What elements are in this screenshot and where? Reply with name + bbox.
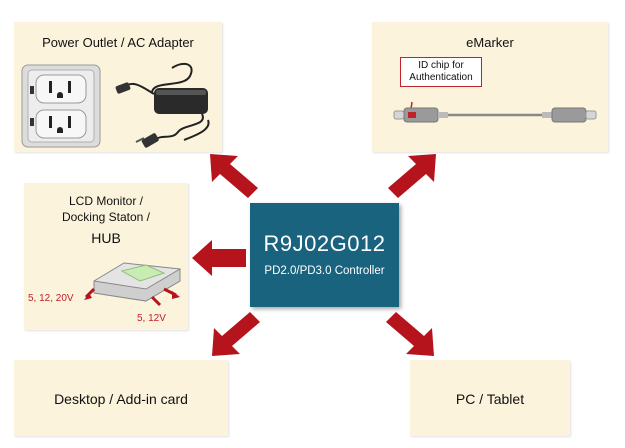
pc-tablet-label: PC / Tablet: [455, 391, 525, 407]
callout-line1: ID chip for: [418, 60, 464, 71]
callout-line2: Authentication: [409, 72, 473, 83]
usb-c-cable-illustration: [393, 101, 597, 123]
emarker-title: eMarker: [466, 35, 514, 50]
controller-subtitle: PD2.0/PD3.0 Controller: [264, 265, 385, 277]
ac-adapter-illustration: [115, 62, 210, 148]
controller-name: R9J02G012: [263, 231, 386, 256]
desktop-label: Desktop / Add-in card: [54, 391, 188, 407]
controller-box: R9J02G012 PD2.0/PD3.0 Controller: [250, 203, 399, 307]
desktop-box: Desktop / Add-in card: [14, 360, 228, 436]
voltage-label-right: 5, 12V: [137, 313, 166, 324]
arrow-to-emarker: [388, 154, 436, 198]
lcd-monitor-box: LCD Monitor / Docking Staton / HUB 5, 12…: [24, 183, 188, 330]
arrow-to-lcd: [192, 240, 246, 276]
lcd-title-line2: Docking Staton /: [61, 210, 151, 224]
arrow-to-power: [210, 154, 258, 198]
lcd-title-line3: HUB: [91, 230, 121, 246]
power-outlet-title: Power Outlet / AC Adapter: [42, 35, 194, 50]
arrow-to-pc: [386, 312, 434, 356]
id-chip-callout: ID chip for Authentication: [400, 57, 482, 87]
emarker-box: eMarker ID chip for Authentication: [372, 22, 608, 152]
lcd-title-line1: LCD Monitor /: [68, 194, 144, 208]
pc-tablet-box: PC / Tablet: [410, 360, 570, 436]
arrow-to-desktop: [212, 312, 260, 356]
outlet-illustration: [21, 64, 101, 148]
hub-device-illustration: [84, 262, 181, 307]
voltage-label-left: 5, 12, 20V: [28, 293, 74, 304]
power-outlet-box: Power Outlet / AC Adapter: [14, 22, 222, 152]
